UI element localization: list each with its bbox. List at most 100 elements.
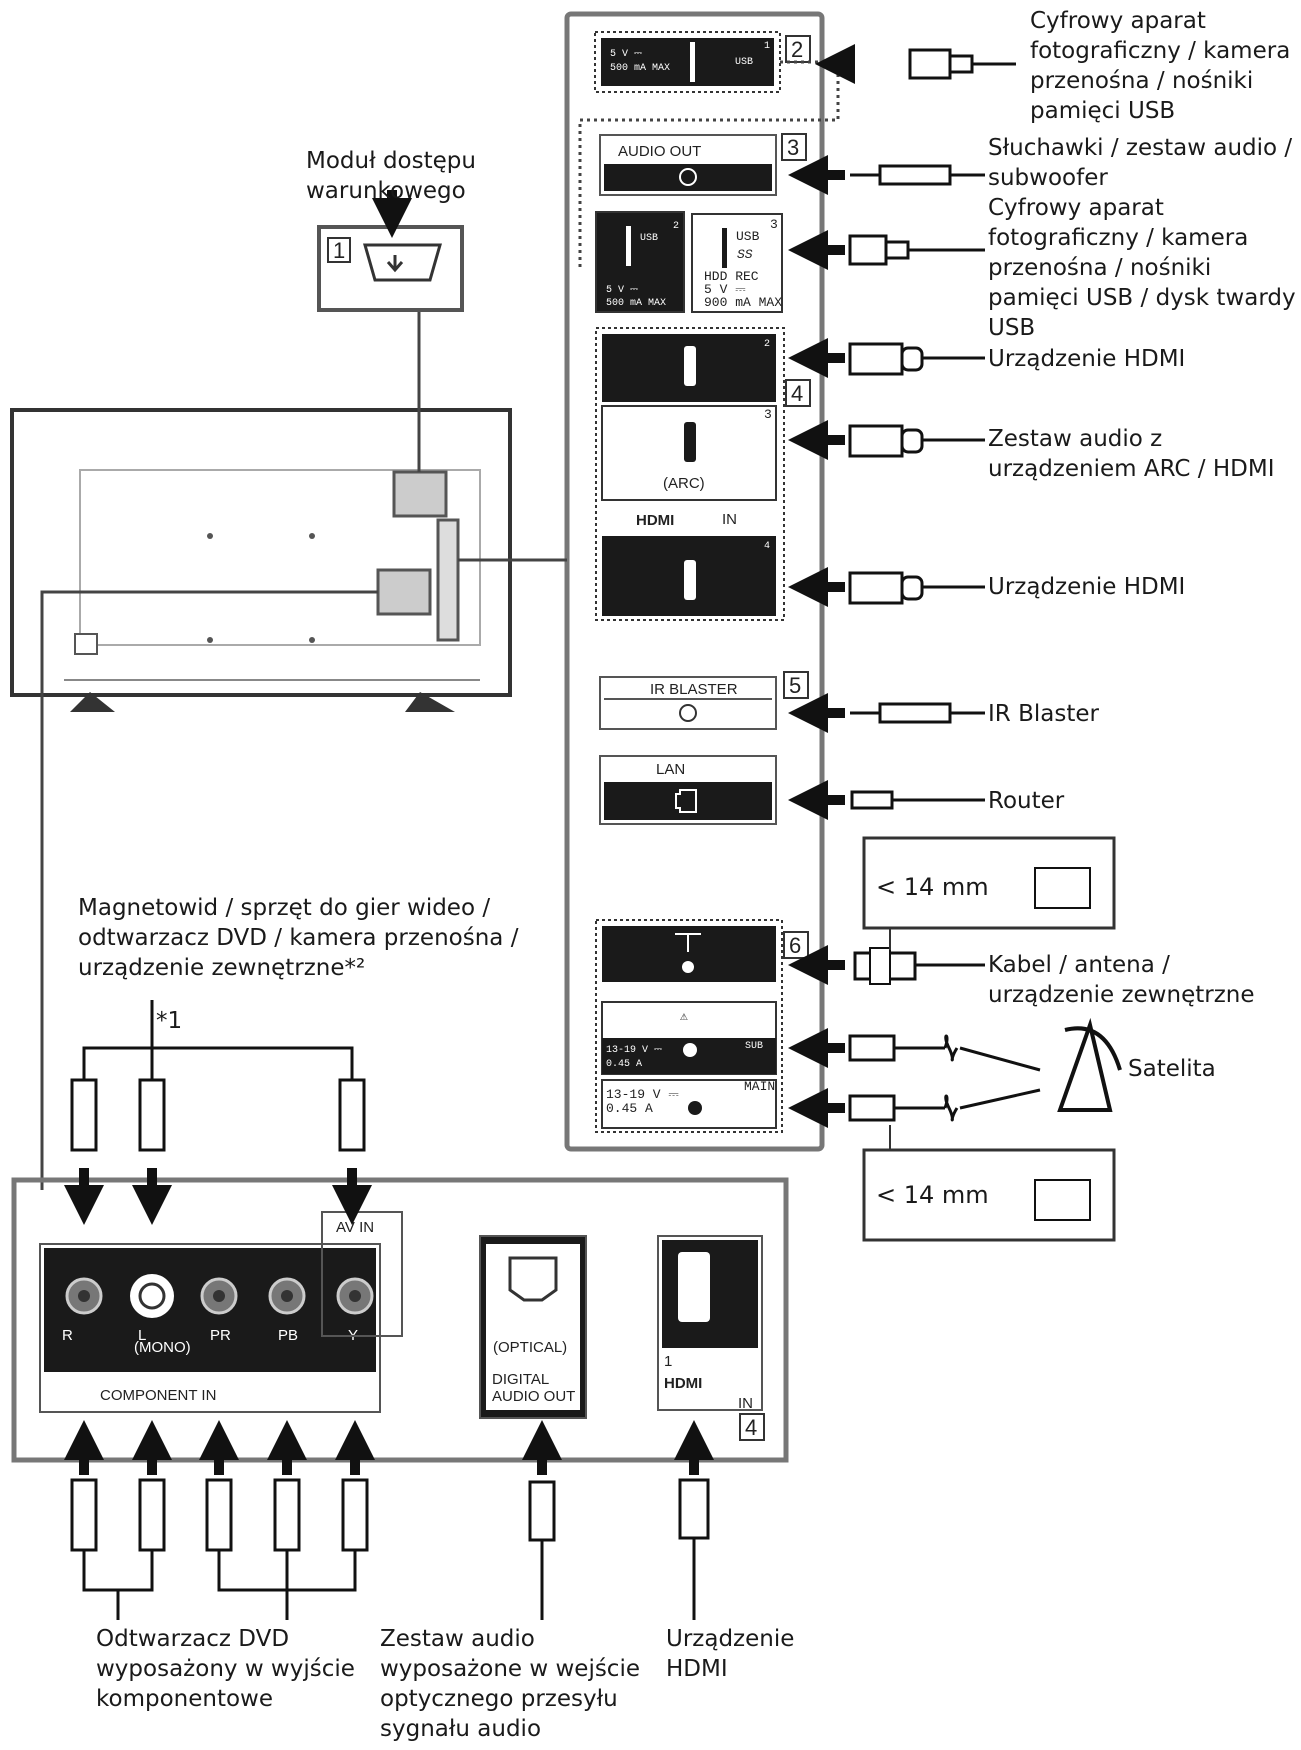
svg-text:pamięci USB / dysk twardy: pamięci USB / dysk twardy [988, 285, 1296, 311]
svg-text:2: 2 [764, 339, 770, 350]
svg-text:500 mA MAX: 500 mA MAX [606, 298, 666, 309]
svg-text:USB: USB [736, 229, 760, 244]
svg-text:5 V ⎓: 5 V ⎓ [704, 282, 746, 297]
lan-port: LAN [599, 755, 777, 825]
svg-text:6: 6 [789, 933, 801, 958]
svg-text:fotograficzny / kamera: fotograficzny / kamera [988, 225, 1248, 251]
svg-text:Odtwarzacz DVD: Odtwarzacz DVD [96, 1626, 289, 1652]
svg-text:5 V ⎓: 5 V ⎓ [610, 49, 642, 60]
svg-text:subwoofer: subwoofer [988, 165, 1108, 191]
svg-text:HDMI: HDMI [636, 512, 674, 529]
lan-cable [788, 780, 985, 820]
hdmi-cable-2 [788, 338, 985, 378]
tv-back [10, 408, 512, 712]
svg-text:(MONO): (MONO) [134, 1339, 191, 1356]
component-cables-bottom [64, 1420, 375, 1620]
svg-text:13-19 V ⎓: 13-19 V ⎓ [606, 1045, 662, 1056]
svg-text:3: 3 [770, 217, 778, 232]
badge-3: 3 [781, 133, 807, 161]
svg-text:sygnału audio: sygnału audio [380, 1716, 541, 1742]
svg-text:4: 4 [791, 381, 803, 406]
svg-text:4: 4 [745, 1415, 757, 1440]
side-panel: 5 V ⎓ 500 mA MAX USB 1 2 AUDIO OUT 3 USB [564, 11, 840, 1152]
svg-text:USB: USB [988, 315, 1035, 341]
label-hdmi-device-bottom: Urządzenie HDMI [666, 1626, 794, 1682]
svg-text:13-19 V ⎓: 13-19 V ⎓ [606, 1087, 679, 1102]
mm-box-top: < 14 mm [862, 836, 1116, 950]
label-optical-audio: Zestaw audio wyposażone w wejście optycz… [380, 1626, 640, 1742]
svg-text:wyposażone w wejście: wyposażone w wejście [380, 1656, 640, 1682]
label-hdmi-device-1: Urządzenie HDMI [988, 346, 1185, 372]
svg-text:komponentowe: komponentowe [96, 1686, 273, 1712]
label-cam-module: Moduł dostępu warunkowego [306, 148, 476, 204]
badge-5: 5 [783, 671, 809, 699]
label-satellite: Satelita [1128, 1056, 1216, 1082]
svg-text:HDD REC: HDD REC [704, 269, 759, 284]
svg-text:Cyfrowy aparat: Cyfrowy aparat [1030, 8, 1206, 34]
label-camera-usb-hdd: Cyfrowy aparat fotograficzny / kamera pr… [988, 195, 1296, 341]
audio-jack-cable [788, 155, 985, 195]
svg-text:AUDIO OUT: AUDIO OUT [618, 143, 701, 160]
svg-text:LAN: LAN [656, 761, 685, 778]
svg-text:1: 1 [664, 1353, 672, 1370]
svg-text:1: 1 [764, 41, 770, 52]
usb-port-2: USB 2 5 V ⎓ 500 mA MAX [595, 211, 685, 313]
svg-text:USB: USB [735, 57, 753, 68]
svg-text:AUDIO OUT: AUDIO OUT [492, 1388, 575, 1405]
svg-text:IN: IN [722, 511, 737, 528]
label-headphones: Słuchawki / zestaw audio / subwoofer [988, 135, 1292, 191]
bottom-panel: R L (MONO) PR PB Y COMPONENT IN AV IN (O… [11, 1177, 789, 1463]
svg-text:(ARC): (ARC) [663, 475, 705, 492]
svg-text:⚠: ⚠ [680, 1009, 688, 1024]
svg-text:Moduł dostępu: Moduł dostępu [306, 148, 476, 174]
svg-text:< 14 mm: < 14 mm [876, 1181, 989, 1209]
svg-text:Urządzenie: Urządzenie [666, 1626, 794, 1652]
ir-blaster-cable [788, 693, 985, 733]
label-av-sources: Magnetowid / sprzęt do gier wideo / odtw… [78, 895, 519, 981]
svg-text:Magnetowid / sprzęt do gier wi: Magnetowid / sprzęt do gier wideo / [78, 895, 490, 921]
svg-text:USB: USB [640, 233, 658, 244]
label-arc-audio: Zestaw audio z urządzeniem ARC / HDMI [988, 426, 1275, 482]
antenna-satellite-group: ⚠ 13-19 V ⎓ 0.45 A SUB 13-19 V ⎓ 0.45 A … [595, 919, 783, 1133]
hdmi-1-block: 1 HDMI IN [657, 1235, 763, 1412]
antenna-cable [788, 945, 985, 985]
svg-text:0.45 A: 0.45 A [606, 1059, 642, 1070]
svg-text:PB: PB [278, 1327, 298, 1344]
ir-blaster-port: IR BLASTER [599, 676, 777, 730]
svg-text:HDMI: HDMI [664, 1375, 702, 1392]
usb-port-1: 5 V ⎓ 500 mA MAX USB 1 [594, 31, 781, 93]
hdmi-cable-bottom [674, 1420, 714, 1620]
svg-text:wyposażony w wyjście: wyposażony w wyjście [96, 1656, 355, 1682]
label-hdmi-device-2: Urządzenie HDMI [988, 574, 1185, 600]
hdmi-cable-4 [788, 567, 985, 607]
component-in-block: R L (MONO) PR PB Y COMPONENT IN [39, 1243, 381, 1413]
badge-6: 6 [783, 931, 809, 959]
usb-cable-middle [788, 230, 985, 270]
badge-4: 4 [785, 379, 811, 407]
svg-text:warunkowego: warunkowego [306, 178, 466, 204]
audio-out-port: AUDIO OUT [599, 134, 777, 196]
svg-text:PR: PR [210, 1327, 231, 1344]
svg-text:COMPONENT IN: COMPONENT IN [100, 1387, 216, 1404]
svg-text:Cyfrowy aparat: Cyfrowy aparat [988, 195, 1164, 221]
svg-text:Kabel / antena /: Kabel / antena / [988, 952, 1170, 978]
svg-text:przenośna / nośniki: przenośna / nośniki [1030, 68, 1253, 94]
hdmi-cable-3 [788, 420, 985, 460]
optical-cable [522, 1420, 562, 1620]
svg-text:5 V ⎓: 5 V ⎓ [606, 285, 638, 296]
svg-text:odtwarzacz DVD / kamera przeno: odtwarzacz DVD / kamera przenośna / [78, 925, 519, 951]
badge-2: 2 [785, 35, 811, 63]
svg-text:(OPTICAL): (OPTICAL) [493, 1339, 567, 1356]
svg-text:Zestaw audio: Zestaw audio [380, 1626, 535, 1652]
label-router: Router [988, 788, 1065, 814]
svg-text:4: 4 [764, 541, 770, 552]
svg-text:500 mA MAX: 500 mA MAX [610, 63, 670, 74]
svg-text:5: 5 [789, 673, 801, 698]
svg-text:3: 3 [764, 407, 772, 422]
usb-cable-top [815, 44, 1016, 84]
svg-text:fotograficzny / kamera: fotograficzny / kamera [1030, 38, 1290, 64]
svg-text:L: L [138, 1327, 146, 1344]
svg-text:urządzeniem ARC / HDMI: urządzeniem ARC / HDMI [988, 456, 1275, 482]
svg-text:AV IN: AV IN [336, 1219, 374, 1236]
svg-text:przenośna / nośniki: przenośna / nośniki [988, 255, 1211, 281]
